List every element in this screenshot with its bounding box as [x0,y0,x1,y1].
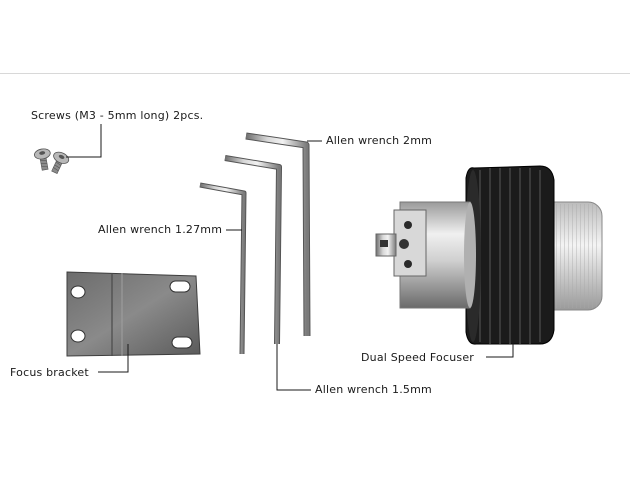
allen-wrench-1-27mm-graphic [199,182,247,355]
label-allen-wrench-2mm: Allen wrench 2mm [326,134,433,147]
allen-wrench-2mm-graphic [245,132,311,337]
screws-graphic [34,148,70,174]
top-divider [0,73,630,74]
allen-wrench-1-5mm-graphic [224,155,282,345]
leader-lines [66,124,514,391]
label-allen-wrench-1-5mm: Allen wrench 1.5mm [315,383,432,396]
leader-focus-bracket [98,344,129,373]
label-screws: Screws (M3 - 5mm long) 2pcs. [31,109,204,122]
leader-allen-15mm [276,344,311,391]
label-focus-bracket: Focus bracket [10,366,89,379]
leader-screws [66,124,102,158]
leader-dual-speed-focuser [486,340,514,358]
label-dual-speed-focuser: Dual Speed Focuser [361,351,475,364]
focus-bracket-graphic [66,271,201,357]
dual-speed-focuser-graphic [375,165,603,345]
label-allen-wrench-1-27mm: Allen wrench 1.27mm [98,223,223,236]
